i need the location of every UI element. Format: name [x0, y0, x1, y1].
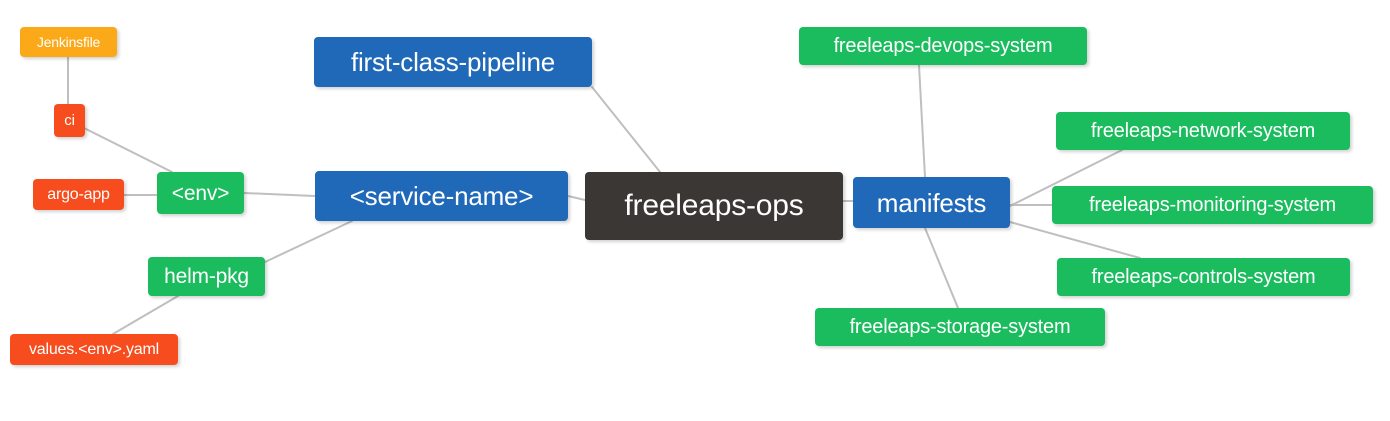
node-label-jenkinsfile: Jenkinsfile — [36, 34, 101, 50]
edge-manifests-to-freeleaps-devops-system — [918, 64, 926, 178]
node-label-argo-app: argo-app — [47, 185, 110, 203]
node-freeleaps-controls-system[interactable]: freeleaps-controls-system — [1057, 258, 1350, 296]
node-manifests[interactable]: manifests — [853, 177, 1010, 228]
edge-service-name-to-helm-pkg — [264, 220, 353, 263]
node-label-helm-pkg: helm-pkg — [164, 265, 249, 288]
node-values-env-yaml[interactable]: values.<env>.yaml — [10, 334, 178, 365]
node-service-name[interactable]: <service-name> — [315, 171, 568, 221]
node-helm-pkg[interactable]: helm-pkg — [148, 257, 265, 296]
node-first-class-pipeline[interactable]: first-class-pipeline — [314, 37, 592, 87]
node-label-env: <env> — [171, 181, 230, 205]
node-freeleaps-devops-system[interactable]: freeleaps-devops-system — [799, 27, 1087, 65]
node-label-service-name: <service-name> — [349, 181, 534, 211]
node-env[interactable]: <env> — [157, 172, 244, 214]
edge-freeleaps-ops-to-service-name — [567, 195, 586, 201]
node-label-freeleaps-network-system: freeleaps-network-system — [1090, 120, 1316, 142]
node-freeleaps-network-system[interactable]: freeleaps-network-system — [1056, 112, 1350, 150]
node-label-freeleaps-controls-system: freeleaps-controls-system — [1091, 266, 1316, 288]
node-label-manifests: manifests — [876, 187, 987, 218]
edge-freeleaps-ops-to-first-class-pipeline — [591, 86, 661, 173]
node-freeleaps-ops[interactable]: freeleaps-ops — [585, 172, 843, 240]
edge-env-to-ci — [83, 127, 173, 173]
node-ci[interactable]: ci — [54, 104, 85, 137]
edge-service-name-to-env — [243, 192, 316, 197]
edge-manifests-to-freeleaps-controls-system — [1009, 221, 1141, 259]
node-freeleaps-monitoring-system[interactable]: freeleaps-monitoring-system — [1052, 186, 1373, 224]
node-label-freeleaps-devops-system: freeleaps-devops-system — [833, 35, 1053, 57]
node-label-freeleaps-monitoring-system: freeleaps-monitoring-system — [1089, 194, 1336, 216]
node-jenkinsfile[interactable]: Jenkinsfile — [20, 27, 117, 57]
node-argo-app[interactable]: argo-app — [33, 179, 124, 210]
node-label-first-class-pipeline: first-class-pipeline — [350, 47, 556, 77]
node-label-freeleaps-ops: freeleaps-ops — [624, 189, 804, 222]
edge-helm-pkg-to-values-env-yaml — [112, 295, 179, 335]
node-label-ci: ci — [64, 112, 75, 129]
node-label-freeleaps-storage-system: freeleaps-storage-system — [849, 316, 1071, 338]
node-label-values-env-yaml: values.<env>.yaml — [28, 340, 159, 358]
edge-manifests-to-freeleaps-storage-system — [924, 227, 959, 309]
node-freeleaps-storage-system[interactable]: freeleaps-storage-system — [815, 308, 1105, 346]
